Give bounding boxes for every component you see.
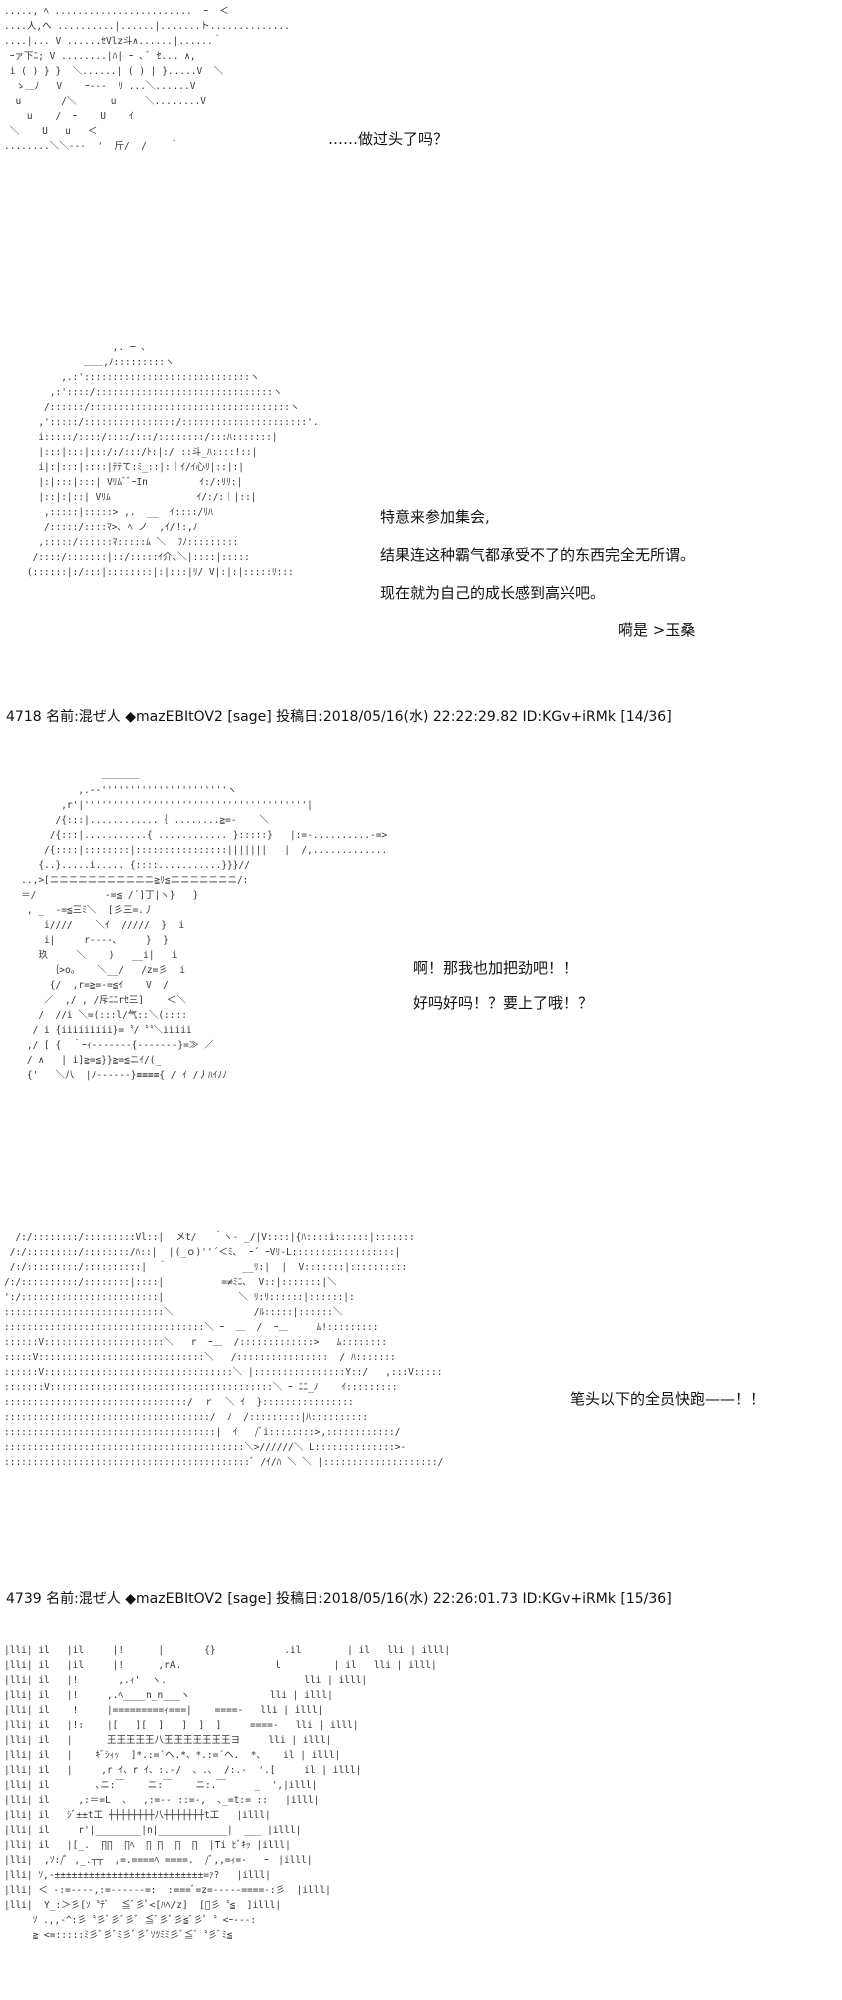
dialogue-line: 嗬是 >玉桑 xyxy=(618,621,696,639)
ascii-art-1: ....., ﾍ ........................ ｰ ＜ ..… xyxy=(4,6,290,152)
ascii-art-5: |lli| il |il |! | {} .il | il lli | illl… xyxy=(4,1645,451,1941)
panel-3: ＿＿＿＿ ,.-‐''''''''''''''''''''''ヽ ,r'|'''… xyxy=(0,760,842,1180)
ascii-art-3: ＿＿＿＿ ,.-‐''''''''''''''''''''''ヽ ,r'|'''… xyxy=(21,770,388,1081)
ascii-art-2: ,. ─ ､ ＿＿,ﾉ:::::::::ヽ ,.:'::::::::::::::… xyxy=(26,342,319,578)
dialogue-line: 现在就为自己的成长感到高兴吧。 xyxy=(380,584,606,602)
dialogue-line: 特意来参加集会, xyxy=(380,508,490,526)
ascii-art-4: /:/::::::::/:::::::::Vl::| メt/ ｀ヽ- _/|V:… xyxy=(4,1232,444,1468)
panel-2: ,. ─ ､ ＿＿,ﾉ:::::::::ヽ ,.:'::::::::::::::… xyxy=(0,330,842,730)
post-header: 4739 名前:混ぜ人 ◆mazEBItOV2 [sage] 投稿日:2018/… xyxy=(6,1591,672,1607)
post-header: 4718 名前:混ぜ人 ◆mazEBItOV2 [sage] 投稿日:2018/… xyxy=(6,709,672,725)
panel-4: /:/::::::::/:::::::::Vl::| メt/ ｀ヽ- _/|V:… xyxy=(0,1220,842,1620)
panel-1: ....., ﾍ ........................ ｰ ＜ ..… xyxy=(0,0,842,330)
dialogue-line: 好吗好吗！？要上了哦！？ xyxy=(413,994,594,1012)
dialogue-line: 结果连这种霸气都承受不了的东西完全无所谓。 xyxy=(380,546,696,564)
dialogue-line: 笔头以下的全员快跑——！！ xyxy=(570,1390,766,1408)
panel-5: |lli| il |il |! | {} .il | il lli | illl… xyxy=(0,1635,842,2000)
dialogue-line: ……做过头了吗？ xyxy=(328,130,449,148)
dialogue-line: 啊！那我也加把劲吧！！ xyxy=(413,959,579,977)
